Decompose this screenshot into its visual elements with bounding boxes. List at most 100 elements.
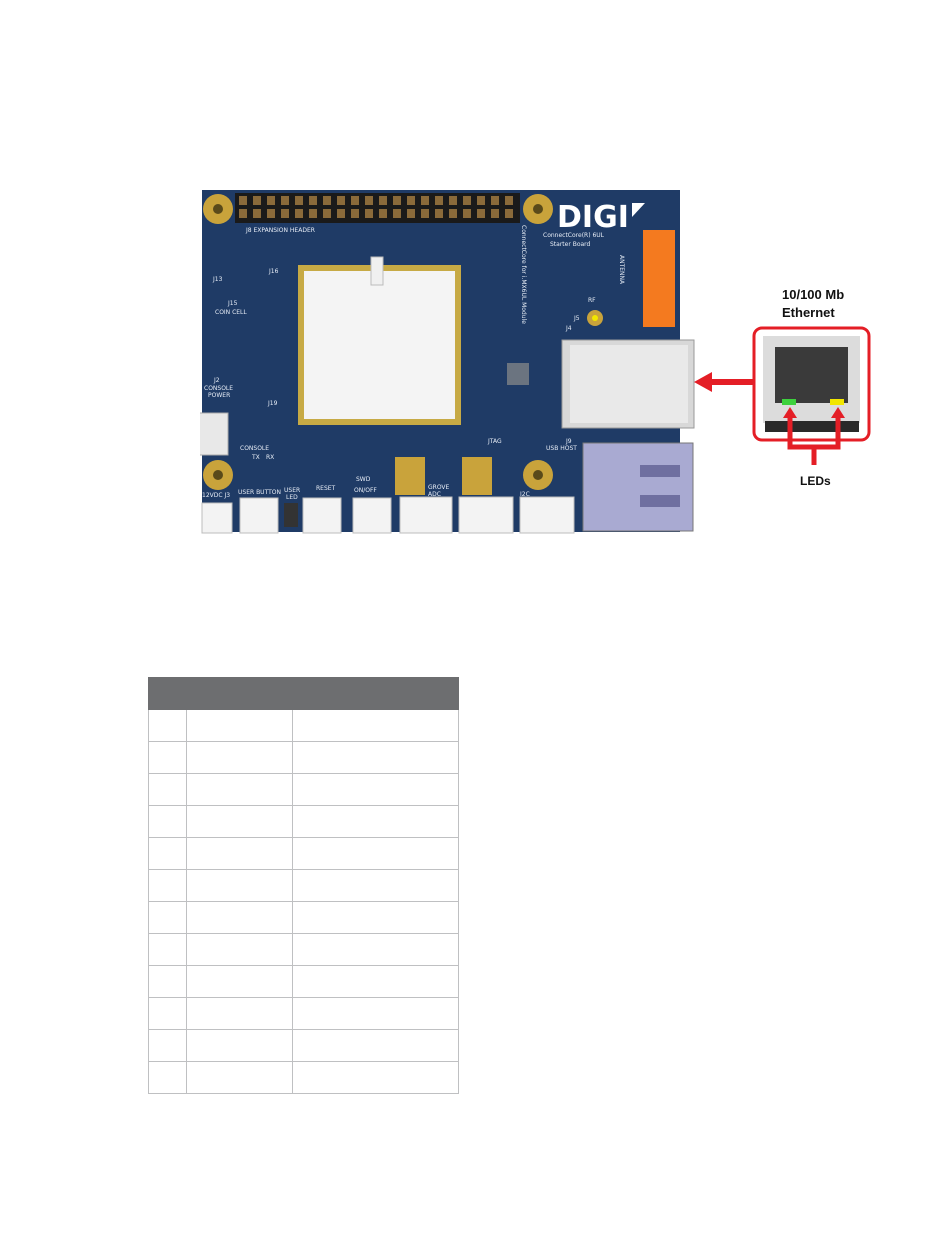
silk-j5: J5 (573, 315, 580, 322)
header-pin (351, 209, 359, 218)
board-illustration: DIGI J8 EXPANSION HEADER J16 J13 J15 COI… (200, 190, 871, 534)
silk-i2c: I2C (520, 491, 530, 498)
silk-expansion-header: J8 EXPANSION HEADER (245, 227, 315, 234)
header-pin (463, 209, 471, 218)
header-pin (239, 209, 247, 218)
table-cell (292, 933, 459, 966)
table-row (148, 997, 459, 1030)
header-pin (491, 209, 499, 218)
ethernet-port-opening (775, 347, 848, 403)
header-pin (253, 196, 261, 205)
led-yellow (830, 399, 844, 405)
table-row (148, 869, 459, 902)
header-pin (421, 196, 429, 205)
table-row (148, 965, 459, 998)
header-pin (239, 196, 247, 205)
table-cell (148, 965, 187, 998)
silk-user-led-2: LED (286, 494, 298, 501)
module-tab (370, 256, 384, 286)
header-pin (477, 209, 485, 218)
table-cell (292, 837, 459, 870)
header-pin (309, 209, 317, 218)
table-cell (186, 741, 293, 774)
table-header-cell (148, 677, 187, 710)
table-cell (292, 741, 459, 774)
table-row (148, 805, 459, 838)
table-cell (292, 901, 459, 934)
leds-label: LEDs (800, 474, 831, 488)
table-header-cell (292, 677, 459, 710)
header-pin (351, 196, 359, 205)
silk-vdc: 12VDC J3 (202, 492, 230, 499)
header-pin (337, 196, 345, 205)
table-body (148, 709, 459, 1094)
led-green (782, 399, 796, 405)
table-cell (292, 709, 459, 742)
table-cell (148, 901, 187, 934)
header-pin (435, 209, 443, 218)
antenna-connector (643, 230, 675, 327)
table-cell (186, 773, 293, 806)
header-pin (295, 209, 303, 218)
table-cell (148, 741, 187, 774)
silk-product-line1: ConnectCore(R) 6UL (543, 232, 605, 239)
silk-usb-host: USB HOST (546, 445, 577, 452)
silk-adc: ADC (428, 491, 441, 498)
callout-title-line1: 10/100 Mb (782, 287, 845, 302)
table-cell (186, 1029, 293, 1062)
table-cell (148, 773, 187, 806)
table-cell (148, 1061, 187, 1094)
header-pin (393, 209, 401, 218)
table-cell (292, 1061, 459, 1094)
leds-arrows (787, 417, 841, 465)
table-cell (148, 933, 187, 966)
header-pin (295, 196, 303, 205)
table-cell (292, 1029, 459, 1062)
header-pin (323, 196, 331, 205)
silk-reset: RESET (316, 485, 336, 492)
table-row (148, 1029, 459, 1062)
table-row (148, 741, 459, 774)
header-pin (407, 209, 415, 218)
header-pin (379, 209, 387, 218)
silk-j15: J15 (227, 300, 238, 307)
header-pin (491, 196, 499, 205)
table-row (148, 773, 459, 806)
small-ic (507, 363, 529, 385)
silk-user-button: USER BUTTON (238, 489, 281, 496)
silk-console-power: CONSOLE (204, 385, 233, 392)
usb-host-connector (582, 442, 694, 532)
silk-rx: RX (266, 454, 274, 461)
table-cell (186, 709, 293, 742)
header-pin (477, 196, 485, 205)
silk-product-line2: Starter Board (550, 241, 591, 248)
header-pin (463, 196, 471, 205)
callout-arrow (694, 372, 755, 392)
header-pin (337, 209, 345, 218)
header-pin (449, 209, 457, 218)
table-header-row (148, 677, 459, 710)
som-module (304, 271, 455, 419)
silk-j2: J2 (213, 377, 220, 384)
table-cell (186, 869, 293, 902)
silk-j16: J16 (268, 268, 279, 275)
header-pin (407, 196, 415, 205)
silk-j4: J4 (565, 325, 572, 332)
silk-module-label: ConnectCore for i.MX6UL Module (520, 225, 527, 324)
table-cell (186, 837, 293, 870)
silk-j13: J13 (212, 276, 223, 283)
callout-title: 10/100 Mb Ethernet (782, 286, 902, 322)
silk-console: CONSOLE (240, 445, 269, 452)
table-row (148, 901, 459, 934)
board-figure: DIGI J8 EXPANSION HEADER J16 J13 J15 COI… (200, 185, 875, 535)
blank-table (148, 677, 459, 1094)
table-row (148, 933, 459, 966)
callout-title-line2: Ethernet (782, 305, 835, 320)
bottom-connectors (201, 496, 575, 534)
table-cell (148, 869, 187, 902)
header-pin (379, 196, 387, 205)
silk-swd: SWD (356, 476, 371, 483)
table-cell (148, 997, 187, 1030)
silk-antenna: ANTENNA (618, 255, 625, 285)
table-cell (292, 869, 459, 902)
